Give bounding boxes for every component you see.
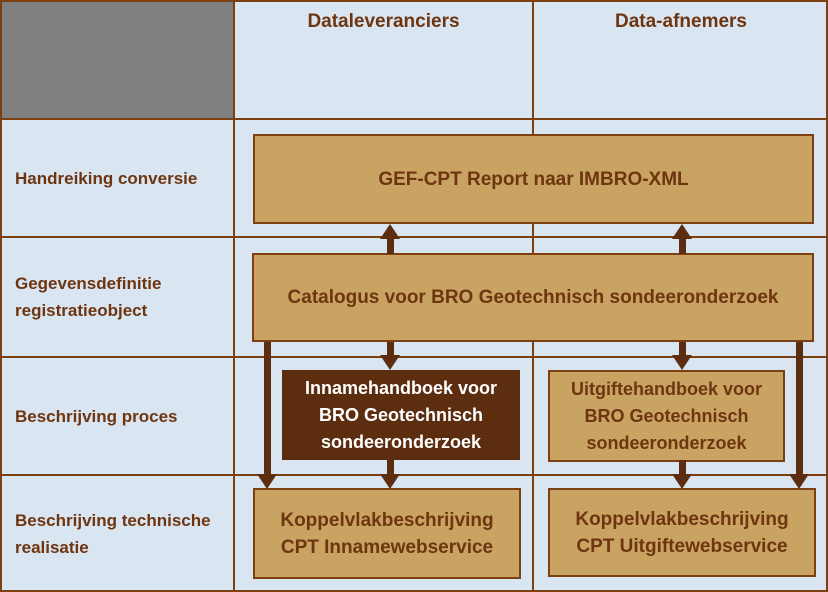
row-label-beschrijving-technische-realisatie: Beschrijving technische realisatie [15, 511, 211, 557]
box-label-line: Uitgiftehandboek voor [570, 378, 762, 399]
grid-line-horizontal-2 [2, 236, 826, 238]
box-label-line: Innamehandboek voor [304, 377, 498, 398]
box-catalogus[interactable]: Catalogus voor BRO Geotechnisch sondeero… [252, 253, 814, 342]
arrow-catalogus-to-koppelvlak-uitgifte [789, 342, 809, 489]
box-label-line: CPT Uitgiftewebservice [576, 535, 788, 557]
box-label-line: Koppelvlakbeschrijving [280, 509, 494, 531]
arrow-innamehandboek-to-koppelvlak [380, 460, 400, 489]
grid-line-vertical-1 [233, 2, 235, 590]
grid-line-horizontal-1 [2, 118, 826, 120]
box-label-line: sondeeronderzoek [586, 432, 747, 453]
box-innamehandboek[interactable]: Innamehandboek voor BRO Geotechnisch son… [282, 370, 520, 460]
box-label-line: sondeeronderzoek [320, 431, 482, 452]
column-header-dataleveranciers: Dataleveranciers [307, 11, 460, 32]
box-uitgiftehandboek[interactable]: Uitgiftehandboek voor BRO Geotechnisch s… [548, 370, 785, 462]
arrow-catalogus-to-gef-left [380, 224, 400, 254]
row-label-handreiking-conversie: Handreiking conversie [15, 168, 198, 188]
arrow-catalogus-to-innamehandboek [380, 342, 400, 370]
grid-line-horizontal-4 [2, 474, 826, 476]
box-label-line: BRO Geotechnisch [318, 404, 484, 425]
box-koppelvlak-uitgifte[interactable]: Koppelvlakbeschrijving CPT Uitgiftewebse… [548, 488, 816, 577]
arrow-catalogus-to-gef-right [672, 224, 692, 254]
corner-cell [2, 2, 233, 118]
grid-line-horizontal-3 [2, 356, 826, 358]
column-header-data-afnemers: Data-afnemers [615, 11, 747, 32]
arrow-uitgiftehandboek-to-koppelvlak [672, 460, 692, 489]
row-label-beschrijving-proces: Beschrijving proces [15, 406, 178, 426]
box-label: GEF-CPT Report naar IMBRO-XML [378, 168, 689, 190]
arrow-catalogus-to-uitgiftehandboek [672, 342, 692, 370]
box-label-line: BRO Geotechnisch [584, 405, 749, 426]
box-label-line: Koppelvlakbeschrijving [575, 508, 789, 530]
box-koppelvlak-inname[interactable]: Koppelvlakbeschrijving CPT Innamewebserv… [253, 488, 521, 579]
box-gef-cpt-report[interactable]: GEF-CPT Report naar IMBRO-XML [253, 134, 814, 224]
row-label-gegevensdefinitie-registratieobject: Gegevensdefinitie registratieobject [15, 274, 162, 320]
box-label: Catalogus voor BRO Geotechnisch sondeero… [287, 287, 779, 308]
arrow-catalogus-to-koppelvlak-inname [257, 342, 277, 489]
box-label-line: CPT Innamewebservice [280, 536, 494, 558]
